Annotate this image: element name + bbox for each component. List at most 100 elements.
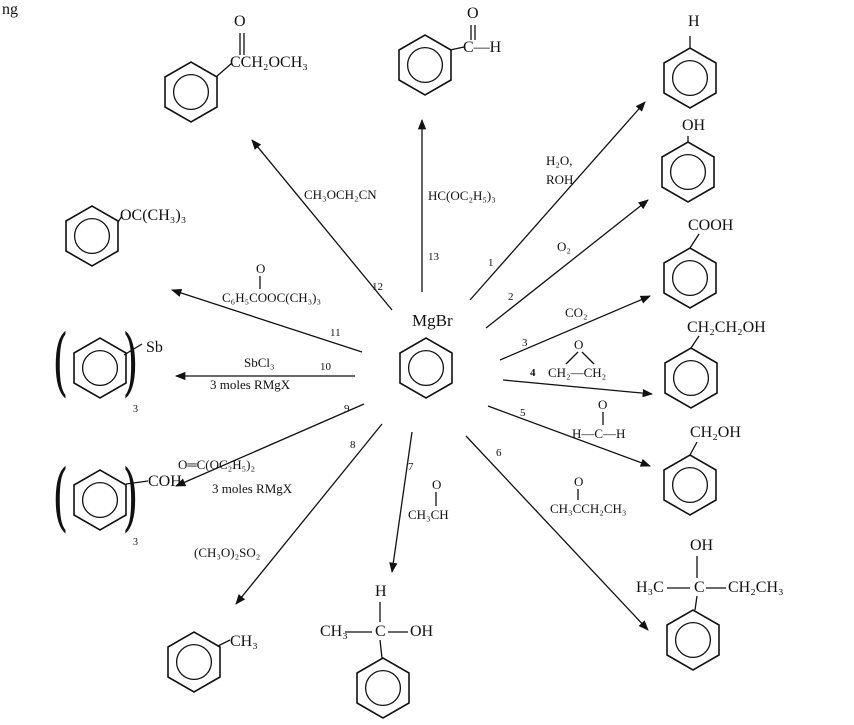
header-fragment: ng	[2, 1, 18, 18]
product-7-h-label: H	[375, 583, 387, 600]
product-triphenylmethanol-label: COH	[148, 473, 182, 490]
reagent-10-line2: 3 moles RMgX	[210, 377, 291, 392]
product-8-ring-aromatic-circle	[175, 643, 213, 681]
reagent-9: O═C(OC₂H₅)₂	[178, 457, 255, 472]
product-7-oh-label: OH	[410, 623, 434, 640]
arrow-8	[235, 423, 383, 605]
arrow-2	[485, 199, 649, 329]
product-2-ring-aromatic-circle	[669, 153, 707, 191]
reagent-3: CO₂	[565, 305, 588, 320]
arrow-9	[175, 403, 365, 487]
center-phenyl-ring	[399, 337, 453, 399]
bond-10-sb	[123, 343, 143, 356]
product-6-methyl-label: H₃C	[636, 579, 664, 596]
open-paren-10: (	[52, 319, 69, 405]
reaction-number-5: 5	[520, 407, 526, 419]
product-triphenylstibine-label: Sb	[146, 339, 163, 356]
reagent-7: CH₃CH	[408, 507, 449, 522]
bond-12-c	[215, 62, 233, 78]
product-6-carbon-label: C	[694, 579, 705, 596]
bond-6-ring	[694, 595, 698, 611]
product-1-ring-aromatic-circle	[671, 59, 709, 97]
bond-7-ring	[379, 639, 383, 659]
reagent-1-line1: H₂O,	[546, 153, 573, 168]
reaction-number-12: 12	[372, 281, 383, 293]
reagent-12: CH₃OCH₂CN	[304, 187, 377, 202]
arrow-1	[469, 101, 646, 301]
product-3-ring-aromatic-circle	[671, 259, 709, 297]
reaction-number-8: 8	[350, 439, 356, 451]
reaction-number-11: 11	[330, 327, 341, 339]
product-tert-butyl-ether-label: OC(CH₃)₃	[120, 207, 187, 224]
reagent-6: CH₃CCH₂CH₃	[550, 501, 627, 516]
arrow-3	[499, 295, 651, 361]
product-3-ring	[663, 247, 717, 309]
reaction-number-6: 6	[496, 447, 502, 459]
reagent-11-oxygen: O	[256, 261, 266, 276]
open-paren-9: (	[52, 454, 69, 540]
product-12-oxygen-label: O	[234, 13, 246, 30]
product-12-ring-aromatic-circle	[172, 73, 210, 111]
close-paren-9: )	[122, 454, 139, 540]
product-4-ring	[664, 347, 718, 409]
product-6-ring	[666, 609, 720, 671]
arrow-11	[171, 288, 363, 353]
product-phenol-oh-label: OH	[682, 117, 706, 134]
product-benzyl-alcohol-label: CH₂OH	[690, 424, 741, 441]
reaction-number-2: 2	[508, 291, 514, 303]
epoxide-left-bond	[565, 351, 579, 365]
product-13-ring	[398, 34, 452, 96]
bond-8-methyl	[217, 639, 231, 647]
product-7-carbon-label: C	[375, 623, 386, 640]
product-7-ring	[356, 657, 410, 719]
reagent-7-oxygen: O	[432, 477, 442, 492]
bond-4-chain	[690, 335, 700, 349]
reagent-8: (CH₃O)₂SO₂	[194, 545, 261, 560]
product-12-ring	[164, 61, 218, 123]
reaction-number-13: 13	[428, 251, 439, 263]
product-6-ring-aromatic-circle	[674, 621, 712, 659]
product-phenylethanol-label: CH₂CH₂OH	[687, 319, 766, 336]
product-10-subscript: 3	[133, 404, 138, 415]
reagent-11: C₆H₅COOC(CH₃)₃	[222, 290, 322, 305]
product-12-label: CCH₂OCH₃	[230, 54, 308, 71]
product-9-ring	[73, 469, 127, 531]
arrow-4	[502, 379, 654, 398]
product-10-ring-aromatic-circle	[81, 349, 119, 387]
product-6-oh-label: OH	[690, 537, 714, 554]
epoxide-right-bond	[581, 351, 595, 365]
reagent-13: HC(OC₂H₅)₃	[428, 188, 496, 203]
product-10-ring	[73, 337, 127, 399]
product-5-ring-aromatic-circle	[671, 466, 709, 504]
product-benzene-h-label: H	[688, 13, 700, 30]
reagent-9-line2: 3 moles RMgX	[212, 481, 293, 496]
close-paren-10: )	[122, 319, 139, 405]
product-1-ring	[663, 47, 717, 109]
bond-3-cooh	[689, 233, 700, 249]
center-phenyl-ring-aromatic-circle	[407, 349, 445, 387]
product-13-oxygen-label: O	[467, 5, 479, 22]
product-7-ring-aromatic-circle	[364, 669, 402, 707]
product-toluene-ch3-label: CH₃	[230, 633, 258, 650]
reagent-4: CH₂—CH₂	[548, 365, 607, 380]
reagent-10: SbCl₃	[244, 355, 275, 370]
reagent-5: H—C—H	[572, 426, 626, 441]
reaction-number-10: 10	[320, 361, 331, 373]
product-9-subscript: 3	[133, 537, 138, 548]
reaction-number-4: 4	[530, 367, 536, 379]
arrow-7	[389, 431, 413, 574]
reagent-5-oxygen: O	[598, 397, 608, 412]
product-13-label: C—H	[463, 39, 502, 56]
product-7-methyl-label: CH₃	[320, 623, 348, 640]
arrow-5	[487, 405, 651, 467]
reaction-number-9: 9	[344, 403, 350, 415]
reagent-1-line2: ROH	[546, 172, 574, 187]
product-8-ring	[167, 631, 221, 693]
reaction-number-1: 1	[488, 257, 494, 269]
product-13-ring-aromatic-circle	[406, 46, 444, 84]
product-4-ring-aromatic-circle	[672, 359, 710, 397]
center-mgbr-label: MgBr	[412, 311, 453, 330]
reagent-2: O₂	[557, 239, 571, 254]
reaction-number-7: 7	[408, 461, 414, 473]
